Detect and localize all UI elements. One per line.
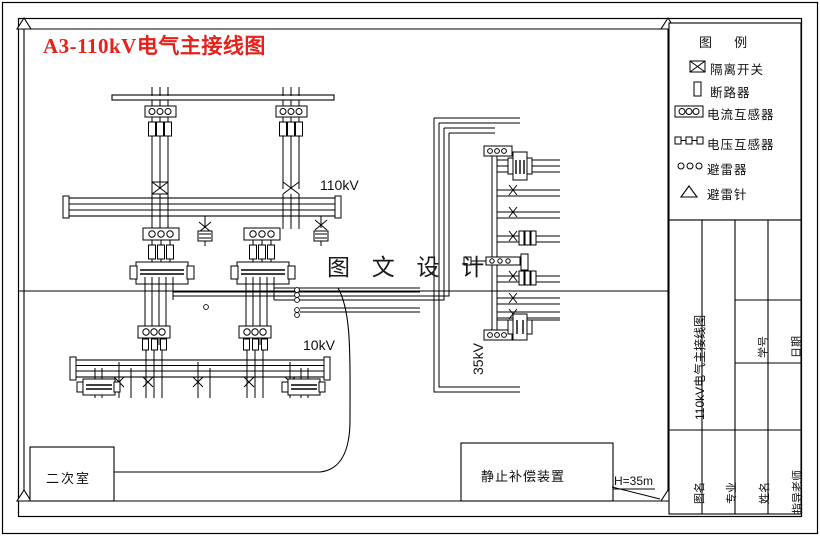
title-block-label-advisor: 指导老师 (791, 470, 804, 514)
title-block-label-drawing-name: 图名 (693, 482, 706, 504)
busbar-110kv-taps (151, 194, 300, 229)
legend-symbol-isolating-switch (689, 60, 706, 73)
main-transformer-2 (230, 261, 296, 345)
static-compensator-label: 静止补偿装置 (481, 470, 566, 485)
legend-symbol-surge-arrester (677, 162, 703, 170)
legend-symbol-circuit-breaker (693, 81, 702, 97)
title-block-label-major: 专业 (725, 482, 738, 504)
incoming-overhead-bus (111, 94, 335, 101)
35kv-loop-conduit (420, 117, 520, 393)
10kv-pt-right (281, 378, 326, 396)
tie-line-arresters (203, 287, 300, 318)
voltage-label-110kv: 110kV (320, 177, 359, 193)
legend-symbol-lightning-rod (679, 185, 699, 198)
secondary-room-box (29, 446, 115, 502)
transformer-feeder-2 (243, 227, 281, 264)
title-block-grid (668, 219, 802, 515)
main-transformer-1 (129, 261, 195, 345)
legend-label-lightning-rod: 避雷针 (707, 187, 748, 202)
title-block-drawing-name-value: 110kV电气主接线图 (693, 314, 707, 420)
legend-label-current-transformer: 电流互感器 (707, 107, 775, 122)
voltage-label-10kv: 10kV (303, 337, 335, 353)
transformer-to-35kv-ties (173, 287, 420, 313)
height-note: H=35m (614, 474, 654, 488)
35kv-branch-feeders (463, 151, 560, 341)
height-leader (611, 486, 661, 500)
incoming-bay-1 (144, 87, 177, 195)
title-block-label-student-name: 姓名 (758, 482, 771, 504)
bus-pt-arrester-110kv (197, 216, 329, 246)
page-title: A3-110kV电气主接线图 (43, 34, 266, 58)
voltage-label-35kv: 35kV (470, 343, 486, 375)
transformer-feeder-1 (142, 227, 180, 264)
control-cable (114, 287, 351, 473)
legend-symbol-voltage-transformer (674, 136, 704, 145)
legend-panel (668, 22, 802, 221)
busbar-10kv (69, 356, 331, 381)
legend-label-voltage-transformer: 电压互感器 (707, 137, 775, 152)
busbar-35kv (483, 145, 513, 341)
static-compensator-box (460, 442, 614, 502)
busbar-110kv (62, 195, 342, 219)
legend-symbol-current-transformer (674, 105, 704, 118)
title-block-label-student-id: 学号 (757, 336, 770, 358)
legend-label-surge-arrester: 避雷器 (707, 162, 748, 177)
10kv-pt-left (76, 378, 121, 396)
legend-label-isolating-switch: 隔离开关 (710, 62, 765, 77)
watermark: 图 文 设 计 (327, 255, 493, 280)
title-block-label-date: 日期 (790, 336, 803, 358)
incoming-bay-2 (275, 87, 308, 195)
legend-heading: 图 例 (699, 36, 757, 51)
legend-label-circuit-breaker: 断路器 (710, 85, 751, 100)
10kv-incoming-cts (137, 325, 272, 351)
secondary-room-label: 二次室 (46, 472, 92, 487)
